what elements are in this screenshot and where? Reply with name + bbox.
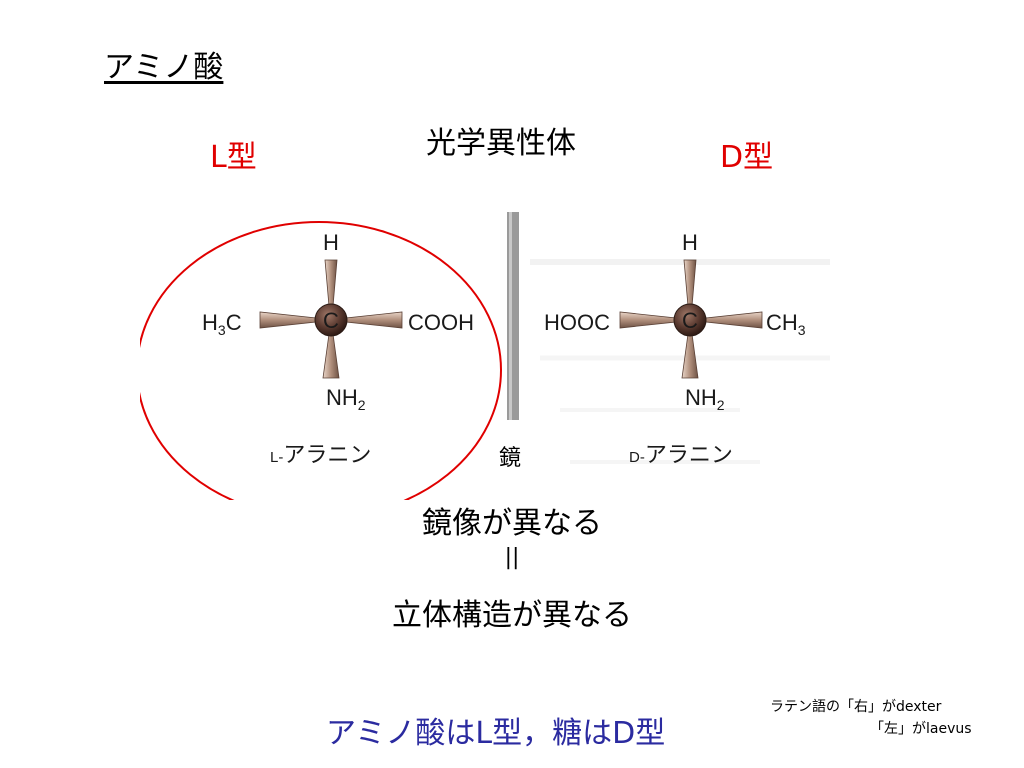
note-line-left: 「左」がlaevus: [870, 721, 972, 737]
note-line-right: ラテン語の「右」がdexter: [770, 699, 942, 715]
bond-up: [683, 259, 697, 307]
latin-etymology-note: ラテン語の「右」がdexter 「左」がlaevus: [770, 696, 972, 740]
bond-left: [259, 311, 317, 329]
right-group-label: CH3: [766, 310, 806, 338]
d-type-label: D型: [720, 140, 774, 175]
right-group-label: COOH: [408, 310, 474, 335]
carbon-atom: [314, 303, 348, 337]
mirror-bar: [507, 212, 519, 420]
molecule-caption: L-アラニン: [270, 443, 371, 468]
bottom-group-label: NH2: [685, 385, 725, 413]
l-type-label: L型: [210, 140, 257, 175]
statement-structure-differ: 立体構造が異なる: [392, 598, 632, 633]
bottom-group-label: NH2: [326, 385, 366, 413]
carbon-label: C: [323, 308, 339, 333]
bond-down: [322, 333, 340, 379]
bond-right: [345, 311, 403, 329]
molecule-caption: D-アラニン: [629, 443, 733, 468]
mirror-label: 鏡: [499, 446, 522, 471]
l-alanine-molecule: C H H3C COOH NH2 L-アラニン: [202, 230, 474, 468]
diagram-title: 光学異性体: [426, 126, 576, 161]
left-group-label: HOOC: [544, 310, 610, 335]
equivalence-sign: ||: [504, 545, 520, 570]
top-atom-label: H: [682, 230, 698, 255]
statement-mirror-differ: 鏡像が異なる: [422, 506, 602, 541]
background-texture: [530, 259, 830, 464]
left-group-label: H3C: [202, 310, 242, 338]
carbon-label: C: [682, 308, 698, 333]
bond-up: [324, 259, 338, 307]
summary-statement: アミノ酸はL型，糖はD型: [326, 716, 666, 751]
d-alanine-molecule: C H HOOC CH3 NH2 D-アラニン: [544, 230, 806, 468]
bond-right: [705, 311, 763, 329]
slide-title: アミノ酸: [104, 50, 224, 85]
carbon-atom: [673, 303, 707, 337]
bond-left: [619, 311, 677, 329]
top-atom-label: H: [323, 230, 339, 255]
l-alanine-highlight-circle: [140, 221, 502, 500]
alanine-enantiomer-diagram: C H H3C COOH NH2 L-アラニン C H HOOC CH3 NH2…: [140, 212, 830, 500]
